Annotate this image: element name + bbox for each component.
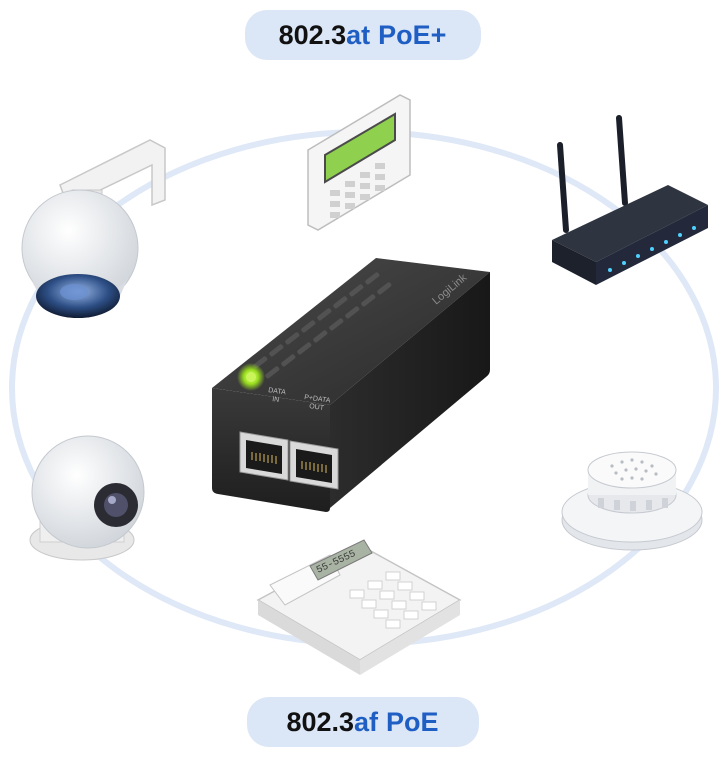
port-in-label: DATA <box>268 387 287 396</box>
rj45-port-out <box>289 440 339 490</box>
rj45-port-in <box>239 431 289 481</box>
port-out-label: P+DATA <box>304 394 331 405</box>
pt-camera-icon <box>29 435 145 561</box>
poe-injector-icon: LogiLink DATA IN P+DATA OUT <box>212 258 490 512</box>
badge-number: 802.3 <box>286 706 355 737</box>
badge-standard: at <box>346 19 371 50</box>
badge-suffix: PoE+ <box>378 19 447 50</box>
dome-camera-icon <box>21 139 166 318</box>
badge-suffix: PoE <box>386 706 439 737</box>
port-out-label-2: OUT <box>309 403 325 412</box>
port-in-label-2: IN <box>272 396 280 404</box>
badge-standard: af <box>354 706 379 737</box>
wifi-router-icon <box>552 115 708 285</box>
access-panel-icon <box>307 94 411 231</box>
smoke-detector-icon <box>561 451 703 551</box>
badge-number: 802.3 <box>278 19 347 50</box>
desk-phone-icon: 55-5555 <box>256 539 462 675</box>
